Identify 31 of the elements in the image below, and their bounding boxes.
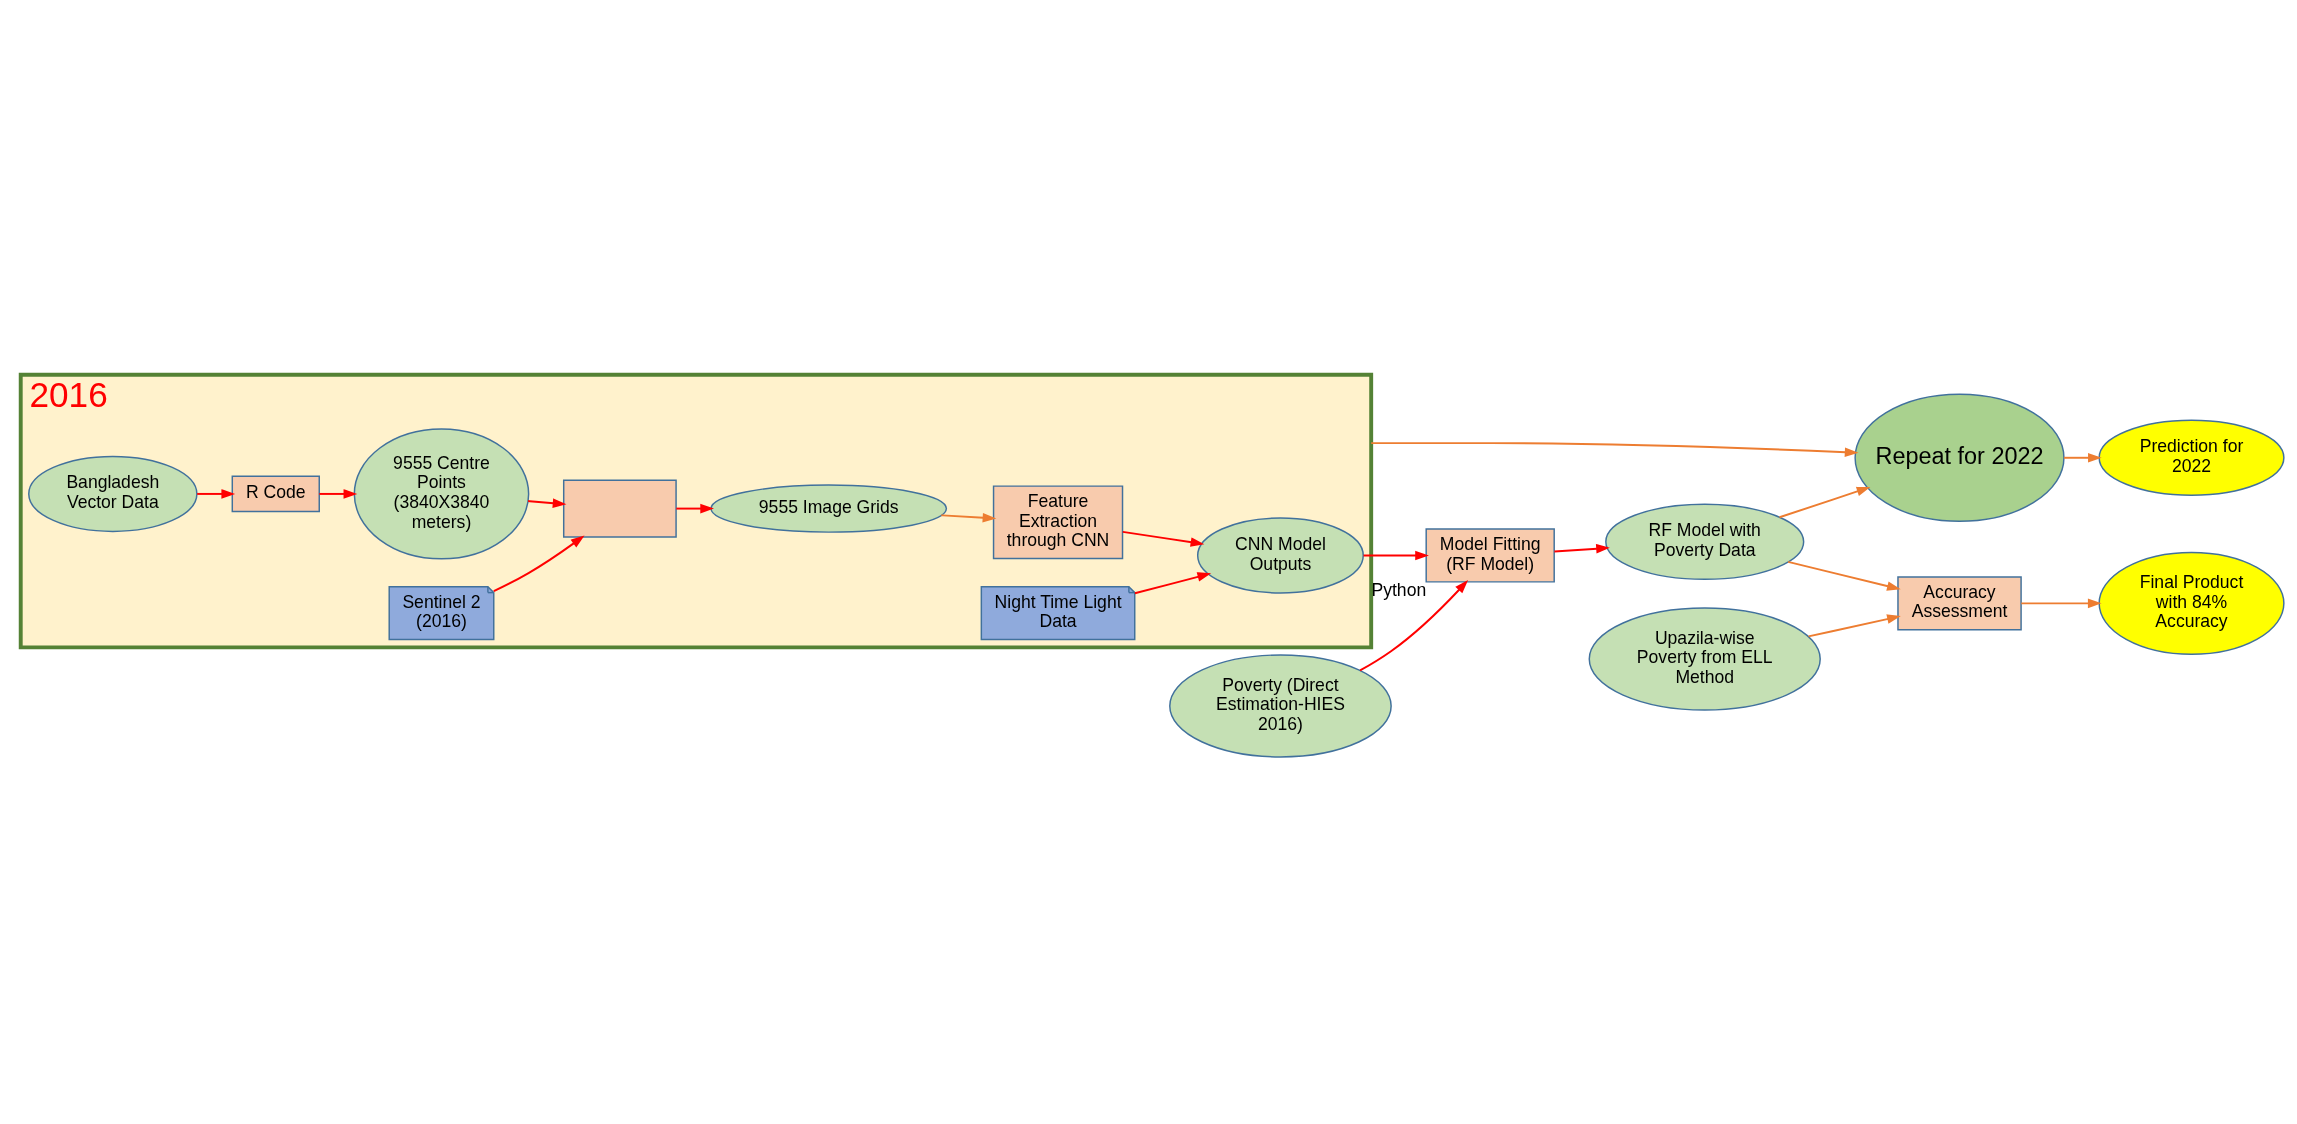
node-box: R Code: [231, 475, 320, 513]
arrow: [940, 513, 997, 523]
arrow: [318, 489, 358, 499]
node-box: [562, 479, 677, 538]
node-box: Feature Extraction through CNN: [992, 485, 1124, 560]
arrow: [2063, 453, 2102, 463]
node-box: Model Fitting (RF Model): [1425, 528, 1555, 583]
arrow: [1362, 550, 1429, 561]
arrow: [1778, 486, 1871, 519]
arrow: [1121, 530, 1205, 547]
node-box: Accuracy Assessment: [1897, 576, 2022, 631]
arrow: [196, 489, 236, 499]
arrow: [1359, 580, 1469, 672]
node-ellipse: Poverty (Direct Estimation-HIES 2016): [1169, 654, 1392, 758]
node-ellipse: Bangladesh Vector Data: [28, 455, 198, 533]
arrow: [1370, 442, 1859, 457]
node-ellipse: Upazila-wise Poverty from ELL Method: [1588, 607, 1821, 711]
arrow: [527, 498, 567, 508]
node-ellipse: RF Model with Poverty Data: [1605, 503, 1805, 581]
node-ellipse: 9555 Centre Points (3840X3840 meters): [353, 428, 530, 560]
node-label: Python: [1371, 579, 1427, 600]
arrow: [2020, 598, 2102, 609]
arrow: [675, 503, 714, 514]
arrow: [492, 535, 585, 593]
arrow: [1553, 543, 1610, 554]
node-ellipse: Prediction for 2022: [2098, 419, 2285, 496]
arrow: [1807, 614, 1901, 638]
arrow: [1133, 572, 1212, 595]
arrow: [1787, 560, 1901, 591]
node-ellipse: Final Product with 84% Accuracy: [2098, 551, 2285, 656]
node-ellipse: 9555 Image Grids: [710, 484, 948, 533]
